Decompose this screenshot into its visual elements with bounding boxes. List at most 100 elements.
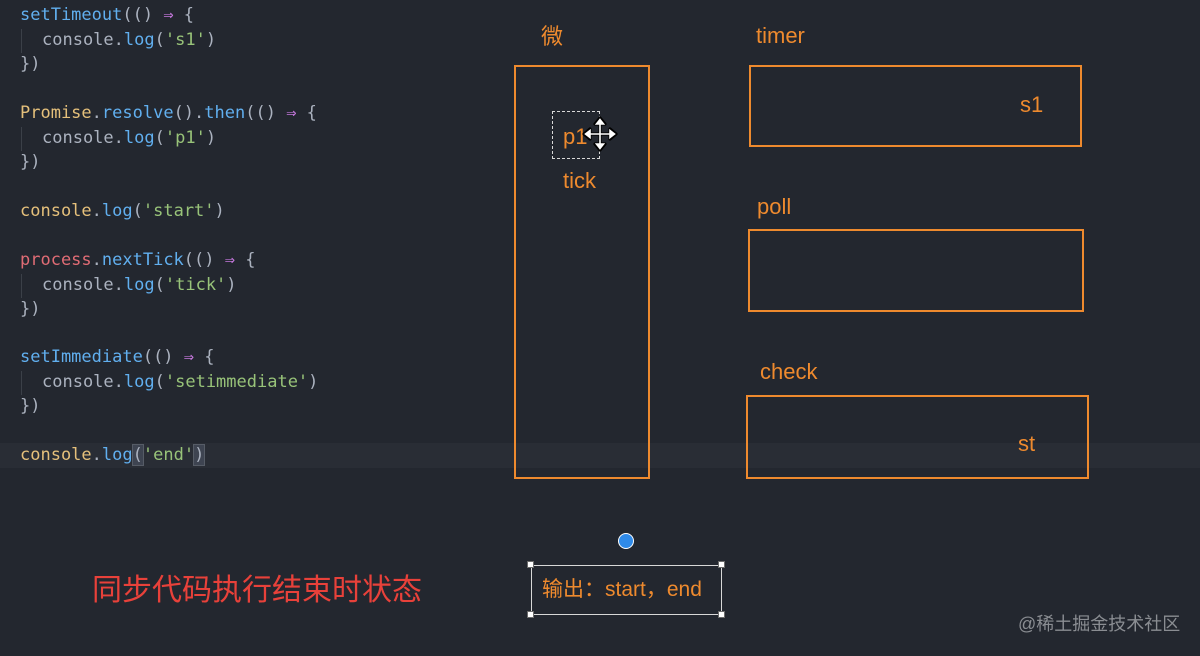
code-token: (() bbox=[245, 103, 287, 123]
code-token: console bbox=[42, 128, 114, 148]
code-token: . bbox=[91, 201, 102, 221]
resize-handle[interactable] bbox=[527, 611, 534, 618]
code-line: }) bbox=[20, 151, 40, 173]
check-label: check bbox=[760, 359, 818, 384]
code-token: ( bbox=[154, 30, 165, 50]
indent-guide bbox=[21, 29, 22, 53]
resize-handle[interactable] bbox=[718, 611, 725, 618]
code-token: ) bbox=[214, 201, 225, 221]
move-cursor-icon bbox=[582, 116, 618, 152]
resize-handle[interactable] bbox=[718, 561, 725, 568]
code-token: ) bbox=[226, 275, 237, 295]
microtask-label: 微 bbox=[541, 24, 564, 49]
watermark: @稀土掘金技术社区 bbox=[1018, 614, 1181, 634]
code-line: console.log('s1') bbox=[42, 29, 216, 51]
code-token: console bbox=[20, 445, 92, 465]
code-line: Promise.resolve().then(() ⇒ { bbox=[20, 102, 317, 124]
code-token: 'tick' bbox=[164, 275, 227, 295]
code-token: . bbox=[113, 372, 124, 392]
code-token: ) bbox=[193, 444, 206, 466]
check-queue-box[interactable] bbox=[746, 395, 1089, 479]
indent-guide bbox=[21, 274, 22, 298]
code-line: console.log('start') bbox=[20, 200, 225, 222]
code-token: console bbox=[20, 201, 92, 221]
code-token: Promise bbox=[20, 103, 92, 123]
rotate-handle-icon[interactable] bbox=[618, 533, 634, 549]
code-line: }) bbox=[20, 298, 40, 320]
code-token: ) bbox=[205, 30, 217, 50]
code-token: then bbox=[204, 103, 246, 123]
code-token: . bbox=[113, 30, 124, 50]
code-token: log bbox=[123, 275, 155, 295]
code-token: ⇒ bbox=[286, 103, 297, 123]
code-token: setImmediate bbox=[20, 347, 143, 367]
code-token: resolve bbox=[101, 103, 174, 123]
code-token: console bbox=[42, 275, 114, 295]
code-line: }) bbox=[20, 395, 40, 417]
code-token: log bbox=[123, 128, 155, 148]
code-token: }) bbox=[20, 152, 41, 172]
code-token: . bbox=[91, 445, 102, 465]
microtask-queue-box[interactable] bbox=[514, 65, 650, 479]
code-line: console.log('setimmediate') bbox=[42, 371, 318, 393]
output-text[interactable]: 输出：start，end bbox=[542, 578, 702, 601]
code-token: 'p1' bbox=[164, 128, 206, 148]
code-token: { bbox=[296, 103, 317, 123]
code-token: ⇒ bbox=[163, 5, 174, 25]
code-token: log bbox=[101, 445, 133, 465]
code-token: }) bbox=[20, 54, 41, 74]
code-token: nextTick bbox=[101, 250, 184, 270]
code-token: }) bbox=[20, 299, 41, 319]
code-token: { bbox=[235, 250, 256, 270]
code-token: log bbox=[123, 372, 155, 392]
poll-queue-box[interactable] bbox=[748, 229, 1084, 312]
code-token: process bbox=[20, 250, 92, 270]
code-token: ( bbox=[131, 444, 144, 466]
code-token: (). bbox=[173, 103, 205, 123]
poll-label: poll bbox=[757, 194, 792, 219]
code-editor[interactable]: setTimeout(() ⇒ { console.log('s1') }) P… bbox=[0, 0, 1200, 470]
resize-handle[interactable] bbox=[527, 561, 534, 568]
microtask-item-tick[interactable]: tick bbox=[563, 168, 596, 193]
output-textbox-selection[interactable] bbox=[531, 565, 722, 615]
code-token: ( bbox=[154, 128, 165, 148]
code-token: ) bbox=[205, 128, 217, 148]
microtask-item-p1[interactable]: p1 bbox=[563, 124, 588, 149]
code-token: . bbox=[113, 128, 124, 148]
code-token: console bbox=[42, 372, 114, 392]
code-token: 'end' bbox=[142, 445, 195, 465]
timer-queue-box[interactable] bbox=[749, 65, 1082, 147]
code-token: ⇒ bbox=[224, 250, 235, 270]
code-token: }) bbox=[20, 396, 41, 416]
code-token: 'setimmediate' bbox=[164, 372, 309, 392]
timer-label: timer bbox=[756, 23, 805, 48]
code-token: . bbox=[91, 250, 102, 270]
code-token: { bbox=[194, 347, 215, 367]
code-token: 'start' bbox=[142, 201, 215, 221]
code-token: ( bbox=[132, 201, 143, 221]
code-token: . bbox=[91, 103, 102, 123]
code-token: ( bbox=[154, 275, 165, 295]
code-token: console bbox=[42, 30, 114, 50]
code-token: log bbox=[101, 201, 133, 221]
code-token: ( bbox=[154, 372, 165, 392]
code-line: process.nextTick(() ⇒ { bbox=[20, 249, 255, 271]
slide-caption: 同步代码执行结束时状态 bbox=[92, 574, 422, 607]
code-token: setTimeout bbox=[20, 5, 123, 25]
code-token: (() bbox=[122, 5, 164, 25]
code-line: console.log('tick') bbox=[42, 274, 237, 296]
code-line: setImmediate(() ⇒ { bbox=[20, 346, 215, 368]
code-token: { bbox=[173, 5, 195, 25]
code-token: ⇒ bbox=[183, 347, 195, 367]
code-token: (() bbox=[142, 347, 184, 367]
code-token: (() bbox=[183, 250, 225, 270]
indent-guide bbox=[21, 127, 22, 151]
code-line: console.log('end') bbox=[20, 444, 206, 466]
check-item-st[interactable]: st bbox=[1018, 431, 1036, 456]
timer-item-s1[interactable]: s1 bbox=[1020, 92, 1044, 117]
code-line: }) bbox=[20, 53, 40, 75]
code-token: ) bbox=[308, 372, 319, 392]
code-line: console.log('p1') bbox=[42, 127, 216, 149]
code-line: setTimeout(() ⇒ { bbox=[20, 4, 194, 26]
